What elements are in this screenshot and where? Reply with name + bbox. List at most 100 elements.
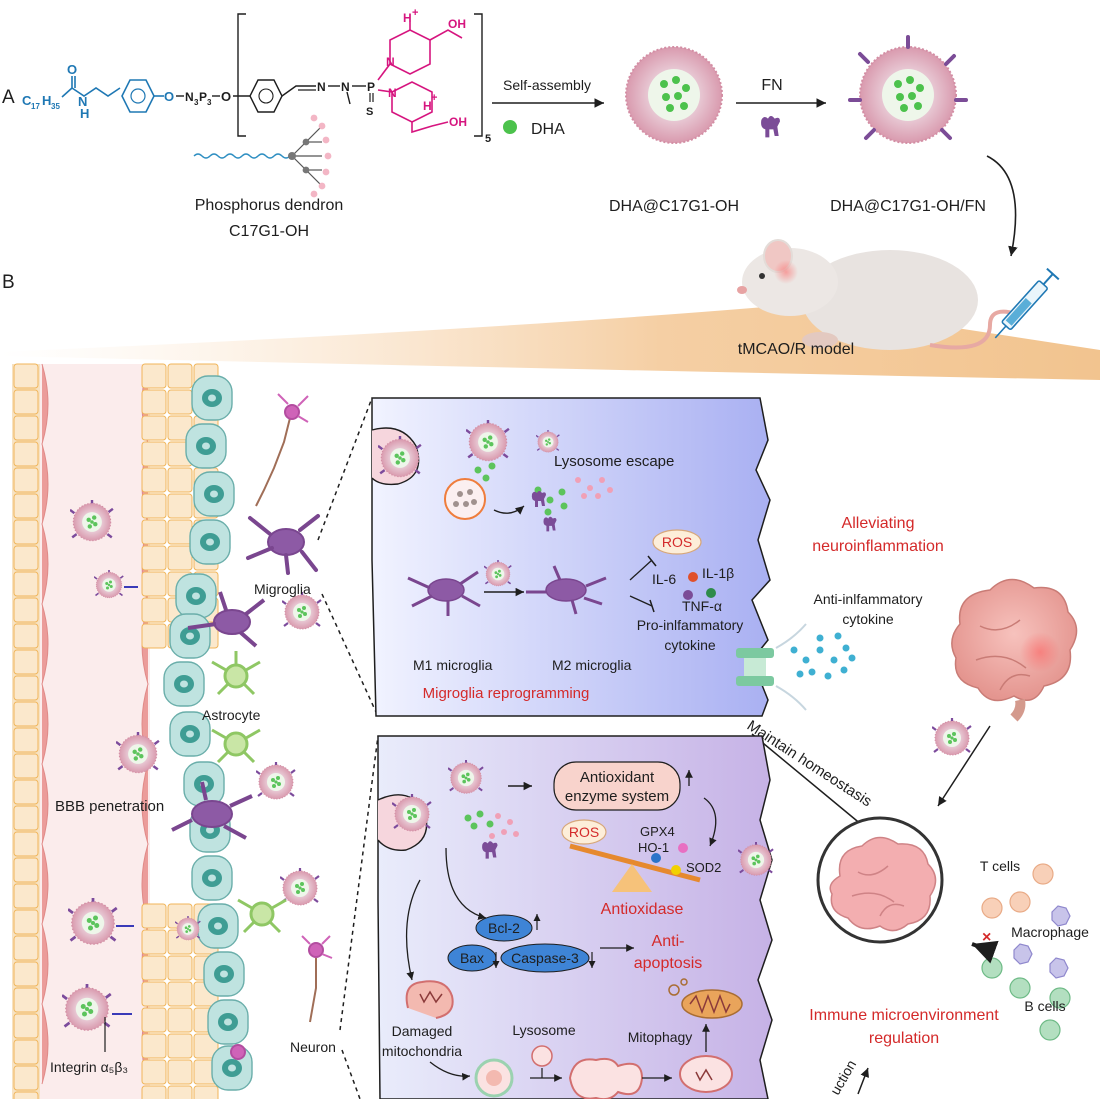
- thio-s: S: [366, 106, 373, 118]
- neuron-box: Antioxidant enzyme system ROS GPX4 HO-1 …: [377, 735, 773, 1099]
- self-assembly-label: Self-assembly: [503, 77, 591, 93]
- bbb-label: BBB penetration: [55, 798, 164, 815]
- microglia-cell: [171, 514, 320, 840]
- endothelial-cell: [141, 623, 167, 649]
- autolysosome-icon: [679, 1055, 733, 1093]
- endothelial-cell: [141, 493, 167, 519]
- chain-h-label: H: [42, 93, 51, 108]
- damaged-1: Damaged: [392, 1023, 453, 1039]
- mitochondria-icon: [668, 978, 743, 1019]
- integrin-arrows: [112, 586, 138, 1015]
- endfoot-cell: [185, 423, 227, 469]
- m2-label: M2 microglia: [552, 657, 632, 673]
- anti-apop-2: apoptosis: [634, 955, 703, 972]
- endothelial-cell: [141, 415, 167, 441]
- endfoot-cell: [197, 903, 239, 949]
- fn-protein-icon: [761, 116, 780, 138]
- endothelial-cell: [141, 545, 167, 571]
- endothelial-cell: [141, 467, 167, 493]
- ros-badge-mid: [561, 819, 607, 845]
- endothelial-cell: [13, 857, 39, 883]
- antioxidant-2: enzyme system: [565, 788, 669, 805]
- anti-inflammatory-dots: [790, 632, 856, 680]
- integrin-label: Integrin α₅β₃: [50, 1059, 128, 1075]
- n3p3-p: P: [199, 90, 207, 104]
- il1b-label: IL-1β: [702, 565, 734, 581]
- alleviating-2: neuroinflammation: [812, 538, 944, 555]
- antioxidant-1: Antioxidant: [580, 769, 655, 786]
- endothelial-cell: [13, 727, 39, 753]
- lysosome-escape-label: Lysosome escape: [554, 453, 674, 470]
- microglia-box: Lysosome escape M1 microglia M2 microgli…: [371, 397, 771, 717]
- fusion-icon: [568, 1057, 644, 1099]
- sod2-label: SOD2: [686, 860, 721, 875]
- brain-adjacent-nanoparticle: [932, 718, 972, 757]
- endothelial-cell: [13, 1065, 39, 1091]
- endfoot-cell: [191, 855, 233, 901]
- ros-badge-top: [652, 529, 702, 555]
- endfoot-cell: [203, 951, 245, 997]
- endothelial-cell: [13, 753, 39, 779]
- brain-icon: [829, 836, 937, 932]
- tnfa-label: TNF-α: [682, 598, 722, 614]
- endothelial-cell: [13, 597, 39, 623]
- brain-to-circle-arrow: [937, 725, 991, 807]
- np1-label: DHA@C17G1-OH: [609, 198, 739, 215]
- endothelial-cell: [13, 493, 39, 519]
- chain-c-label: C: [22, 93, 32, 108]
- ros-top-label: ROS: [662, 534, 692, 550]
- alleviating-1: Alleviating: [842, 515, 915, 532]
- immune-1: Immune microenvironment: [809, 1007, 999, 1024]
- endothelial-cell: [13, 441, 39, 467]
- endfoot-cell: [169, 711, 211, 757]
- partial-word-label: uction: [827, 1057, 860, 1097]
- endothelial-cell: [13, 545, 39, 571]
- endothelial-cell: [167, 493, 193, 519]
- neuron-cell: [230, 393, 333, 1060]
- endothelial-cell: [141, 1085, 167, 1099]
- endfoot-cell: [175, 573, 217, 619]
- endothelial-cell: [13, 935, 39, 961]
- endothelial-cell: [13, 987, 39, 1013]
- damaged-2: mitochondria: [382, 1043, 462, 1059]
- syringe-icon: [994, 267, 1060, 339]
- endothelial-cell: [167, 519, 193, 545]
- np2-label: DHA@C17G1-OH/FN: [830, 198, 986, 215]
- endothelial-cell: [141, 363, 167, 389]
- bax-label: Bax: [460, 950, 484, 966]
- endothelial-cell: [13, 675, 39, 701]
- amide-h: H: [80, 106, 89, 121]
- x-mark: ×: [982, 929, 991, 946]
- endothelial-cell: [141, 929, 167, 955]
- panel-b-letter: B: [2, 272, 15, 293]
- endothelial-cell: [167, 955, 193, 981]
- dha-dot: [503, 120, 517, 134]
- amide-n: N: [78, 94, 87, 109]
- reprogramming-label: Migroglia reprogramming: [423, 685, 590, 702]
- brain-nanoparticle: [256, 762, 296, 801]
- hydrazone-n1: N: [317, 80, 326, 94]
- pip-n-bot: N: [388, 86, 397, 100]
- right-bracket: [474, 13, 483, 137]
- pip-n-top: N: [386, 55, 395, 69]
- endfoot-cell: [193, 471, 235, 517]
- macrophage-label: Macrophage: [1011, 924, 1089, 940]
- endothelial-cell: [13, 415, 39, 441]
- pro-inflam-1: Pro-inlfammatory: [637, 617, 744, 633]
- endothelial-cell: [167, 1033, 193, 1059]
- endfoot-cell: [169, 613, 211, 659]
- immune-cells: [981, 863, 1071, 1041]
- n3p3-n: N: [185, 90, 194, 104]
- endothelial-cell: [167, 389, 193, 415]
- endothelial-cell: [13, 779, 39, 805]
- endothelial-cell: [167, 363, 193, 389]
- endothelial-cell: [141, 519, 167, 545]
- link-o2: O: [221, 89, 231, 104]
- pip-h-top: H: [403, 11, 412, 25]
- b-cells-label: B cells: [1024, 998, 1065, 1014]
- m1-microglia-icon: [407, 570, 481, 616]
- link-o1: O: [164, 89, 174, 104]
- endothelial-cell: [141, 389, 167, 415]
- endothelial-cell: [13, 831, 39, 857]
- homeostasis-arrow: [751, 733, 869, 831]
